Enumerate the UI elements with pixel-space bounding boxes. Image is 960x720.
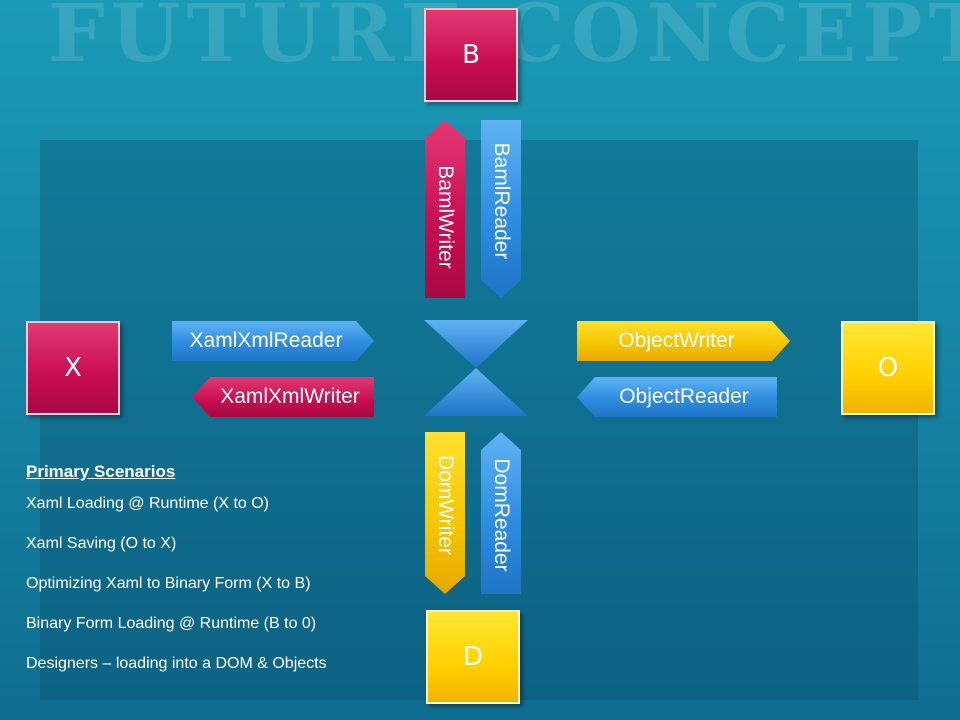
scenarios-list: Xaml Loading @ Runtime (X to O) Xaml Sav… — [26, 494, 327, 694]
scenario-item: Xaml Loading @ Runtime (X to O) — [26, 495, 270, 512]
scenario-item: Xaml Saving (O to X) — [26, 535, 177, 552]
domwriter-arrow: DomWriter — [425, 432, 465, 594]
scenario-item: Designers – loading into a DOM & Objects — [26, 655, 327, 672]
hourglass-hub — [424, 320, 528, 416]
scenario-item: Optimizing Xaml to Binary Form (X to B) — [26, 575, 311, 592]
objectreader-arrow: ObjectReader — [577, 377, 777, 417]
domwriter-label: DomWriter — [434, 455, 457, 555]
node-d: D — [426, 610, 520, 704]
bamlwriter-arrow: BamlWriter — [425, 120, 465, 298]
domreader-arrow: DomReader — [481, 432, 521, 594]
hourglass-top-triangle — [424, 320, 528, 368]
objectwriter-arrow: ObjectWriter — [577, 321, 790, 361]
xamlxmlwriter-arrow: XamlXmlWriter — [192, 377, 374, 417]
node-b: B — [424, 8, 518, 102]
node-x: X — [26, 321, 120, 415]
xamlxmlreader-arrow: XamlXmlReader — [172, 321, 374, 361]
domreader-label: DomReader — [490, 458, 513, 572]
scenarios-title: Primary Scenarios — [26, 462, 176, 481]
bamlreader-arrow: BamlReader — [481, 120, 521, 298]
bamlwriter-label: BamlWriter — [434, 165, 457, 269]
primary-scenarios: Primary Scenarios Xaml Loading @ Runtime… — [26, 462, 327, 694]
bamlreader-label: BamlReader — [490, 142, 513, 260]
scenario-item: Binary Form Loading @ Runtime (B to 0) — [26, 615, 317, 632]
background-panel — [40, 140, 918, 700]
node-o: O — [841, 321, 935, 415]
hourglass-bottom-triangle — [424, 368, 528, 416]
